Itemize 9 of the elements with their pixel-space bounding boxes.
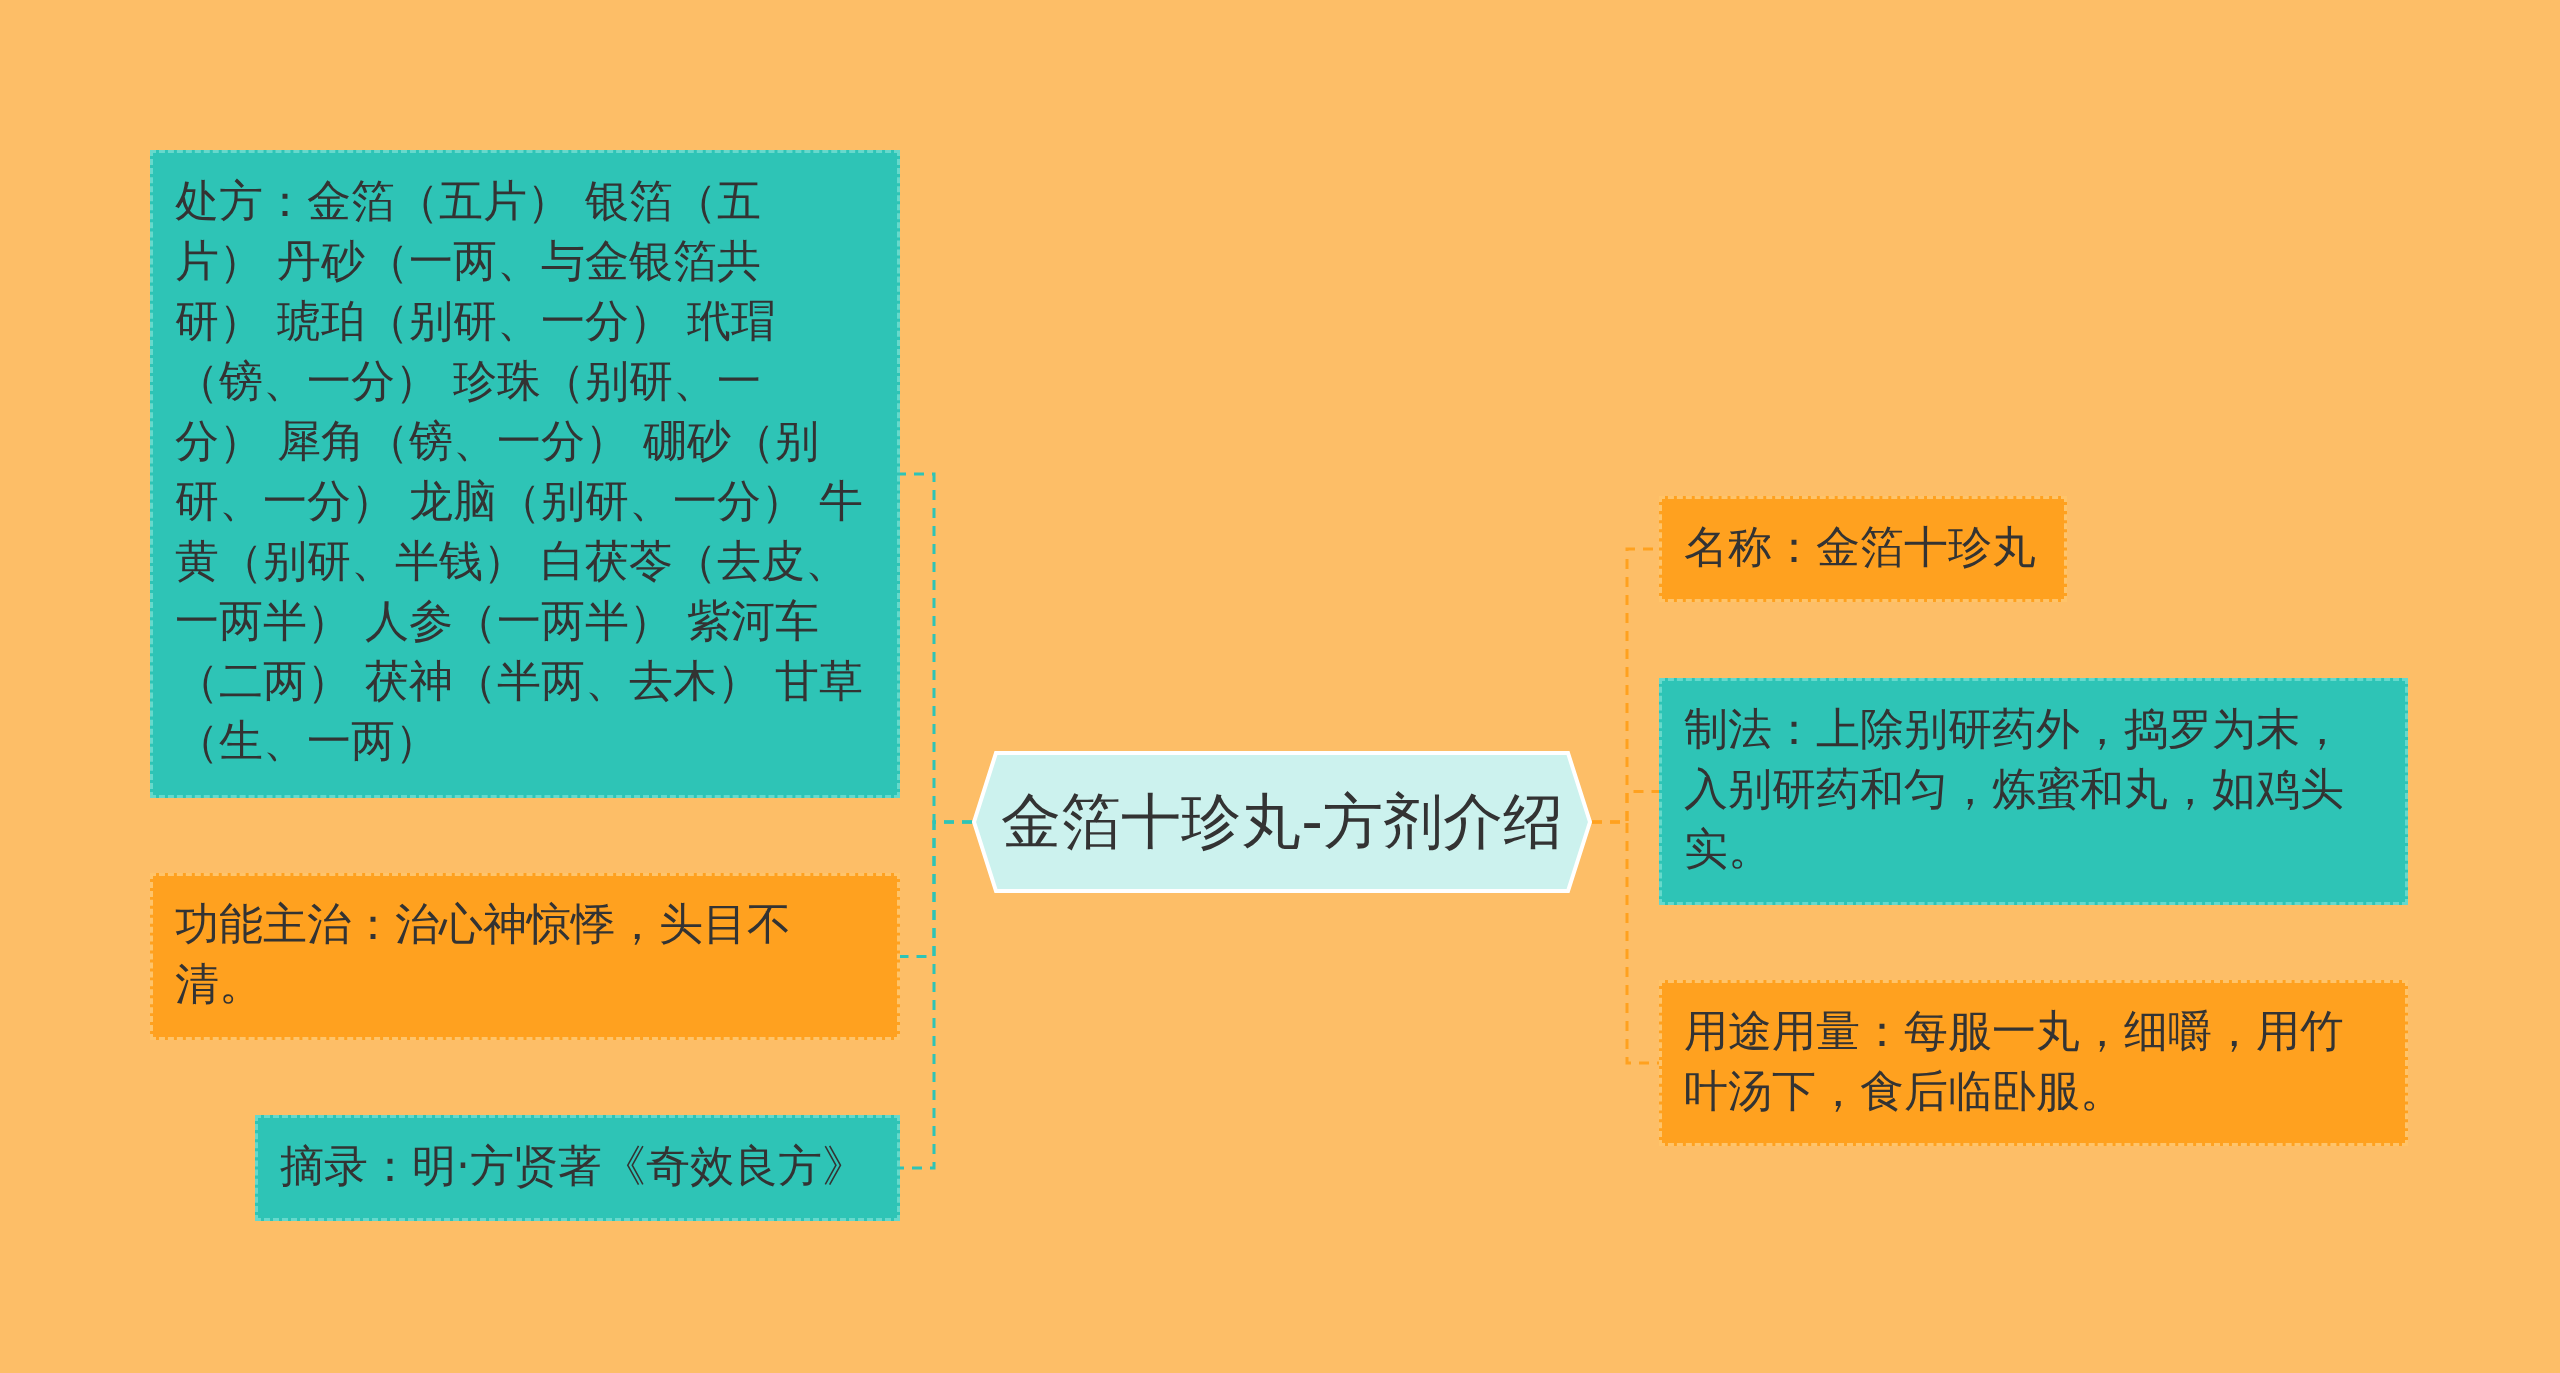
topic-hexagon: 金箔十珍丸-方剂介绍	[972, 751, 1592, 893]
topic-box: 摘录：明·方贤著《奇效良方》	[255, 1115, 900, 1221]
connector-line	[1592, 820, 1659, 1065]
connector-line	[900, 820, 972, 1170]
topic-box: 用途用量：每服一丸，细嚼，用竹叶汤下，食后临卧服。	[1659, 980, 2408, 1146]
topic-box: 名称：金箔十珍丸	[1659, 496, 2067, 602]
topic-box: 功能主治：治心神惊悸，头目不清。	[150, 873, 900, 1040]
topic-box: 处方：金箔（五片） 银箔（五片） 丹砂（一两、与金银箔共研） 琥珀（别研、一分） 玳瑁（镑、一分） 珍珠（别研、一分） 犀角（镑、一分） 硼砂（别研、一分） 龙脑（别研、一分） 牛黄（别研、半钱） 白茯苓（去皮、一两半） 人参（一两半） 紫河车（二两） 茯神（半两、去木） 甘草（生、一两）	[150, 150, 900, 798]
topic-box: 制法：上除别研药外，捣罗为末，入别研药和匀，炼蜜和丸，如鸡头实。	[1659, 678, 2408, 905]
